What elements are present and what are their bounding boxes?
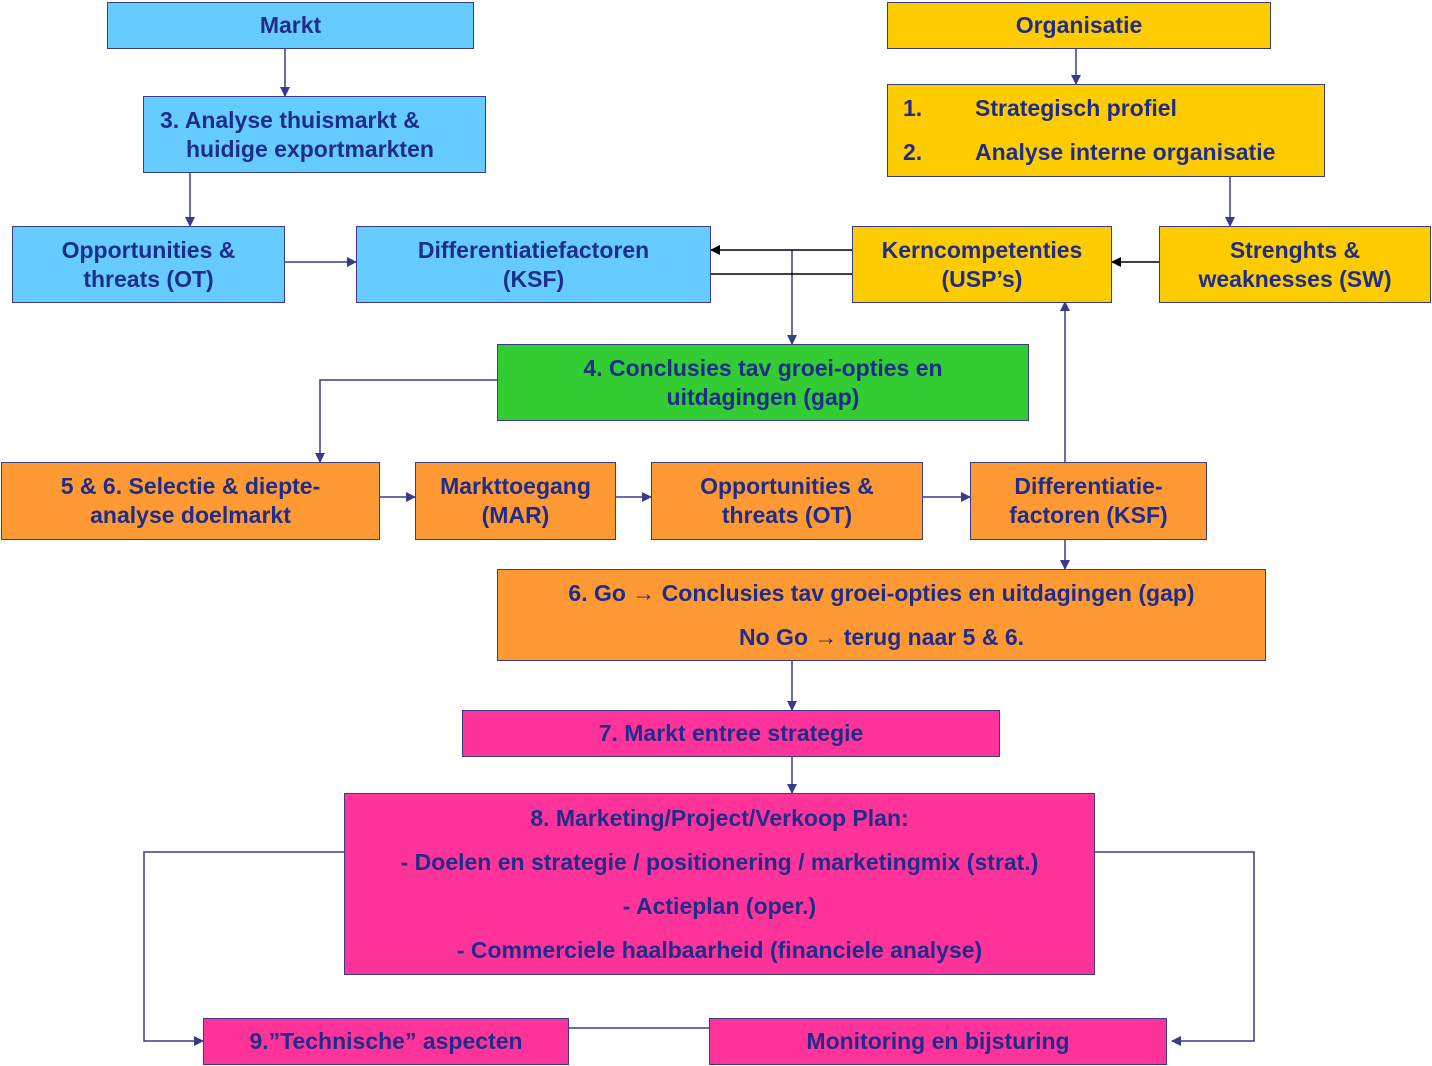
- markt-entree-label: 7. Markt entree strategie: [598, 720, 864, 746]
- ot-top-line-2: threats (OT): [83, 265, 214, 292]
- go-line: 6. Go → Conclusies tav groei-opties en u…: [568, 579, 1195, 606]
- analyse-thuismarkt-line-1: 3. Analyse thuismarkt &: [160, 106, 420, 133]
- markt-label: Markt: [259, 12, 322, 38]
- analyse-thuismarkt-box: 3. Analyse thuismarkt & huidige exportma…: [143, 96, 486, 173]
- markt-entree-box: 7. Markt entree strategie: [462, 710, 1000, 757]
- org-list-item-2: 2. Analyse interne organisatie: [903, 138, 1275, 167]
- kerncompetenties-box: Kerncompetenties (USP’s): [852, 226, 1112, 303]
- ksf-mid-line-1: Differentiatie-: [1014, 473, 1163, 499]
- technische-label: 9.”Technische” aspecten: [249, 1028, 523, 1054]
- markttoegang-line-2: (MAR): [481, 502, 550, 528]
- differentiatiefactoren-top-box: Differentiatiefactoren (KSF): [356, 226, 711, 303]
- kerncompetenties-line-2: (USP’s): [941, 265, 1023, 292]
- plan-line-1: 8. Marketing/Project/Verkoop Plan:: [530, 804, 909, 831]
- strengths-weaknesses-box: Strenghts & weaknesses (SW): [1159, 226, 1431, 303]
- conclusies-box: 4. Conclusies tav groei-opties en uitdag…: [497, 344, 1029, 421]
- differentiatiefactoren-mid-box: Differentiatie- factoren (KSF): [970, 462, 1207, 540]
- org-list-num-1: 1.: [903, 95, 923, 121]
- selectie-line-2: analyse doelmarkt: [90, 502, 291, 528]
- selectie-line-1: 5 & 6. Selectie & diepte-: [60, 473, 321, 499]
- arrow-plan-to-monitoring: [1094, 851, 1255, 1046]
- markt-box: Markt: [107, 2, 474, 49]
- org-list-text-2: Analyse interne organisatie: [975, 139, 1276, 165]
- organisatie-box: Organisatie: [887, 2, 1271, 49]
- plan-line-3: - Actieplan (oper.): [622, 892, 817, 919]
- nogo-line: No Go → terug naar 5 & 6.: [739, 623, 1024, 650]
- opportunities-threats-mid-box: Opportunities & threats (OT): [651, 462, 923, 540]
- organisatie-list-box: 1. Strategisch profiel 2. Analyse interne …: [887, 84, 1325, 177]
- ot-top-line-1: Opportunities &: [61, 236, 236, 263]
- markttoegang-box: Markttoegang (MAR): [415, 462, 616, 540]
- org-list-num-2: 2.: [903, 139, 923, 165]
- plan-line-2: - Doelen en strategie / positionering / …: [400, 848, 1039, 875]
- go-nogo-box: 6. Go → Conclusies tav groei-opties en u…: [497, 569, 1266, 661]
- markttoegang-line-1: Markttoegang: [440, 473, 591, 499]
- org-list-item-1: 1. Strategisch profiel: [903, 94, 1177, 123]
- ot-mid-line-1: Opportunities &: [700, 473, 874, 499]
- ksf-mid-line-2: factoren (KSF): [1009, 502, 1168, 528]
- plan-line-4: - Commerciele haalbaarheid (financiele a…: [456, 936, 983, 963]
- org-list-text-1: Strategisch profiel: [975, 95, 1177, 121]
- technische-aspecten-box: 9.”Technische” aspecten: [203, 1018, 569, 1065]
- selectie-box: 5 & 6. Selectie & diepte- analyse doelma…: [1, 462, 380, 540]
- sw-line-2: weaknesses (SW): [1198, 265, 1392, 292]
- monitoring-box: Monitoring en bijsturing: [709, 1018, 1167, 1065]
- marketing-plan-box: 8. Marketing/Project/Verkoop Plan: - Doe…: [344, 793, 1095, 975]
- analyse-thuismarkt-line-2: huidige exportmarkten: [186, 135, 434, 162]
- arrow-plan-to-technische: [143, 851, 344, 1046]
- ksf-top-line-2: (KSF): [502, 265, 565, 292]
- ksf-top-line-1: Differentiatiefactoren: [417, 236, 650, 263]
- monitoring-label: Monitoring en bijsturing: [806, 1028, 1070, 1054]
- sw-line-1: Strenghts &: [1229, 236, 1361, 263]
- opportunities-threats-top-box: Opportunities & threats (OT): [12, 226, 285, 303]
- kerncompetenties-line-1: Kerncompetenties: [881, 236, 1083, 263]
- conclusies-line-1: 4. Conclusies tav groei-opties en: [583, 354, 943, 381]
- organisatie-label: Organisatie: [1015, 12, 1143, 38]
- arrow-conclusies-to-selectie: [315, 379, 497, 463]
- ot-mid-line-2: threats (OT): [721, 502, 853, 528]
- conclusies-line-2: uitdagingen (gap): [666, 383, 860, 410]
